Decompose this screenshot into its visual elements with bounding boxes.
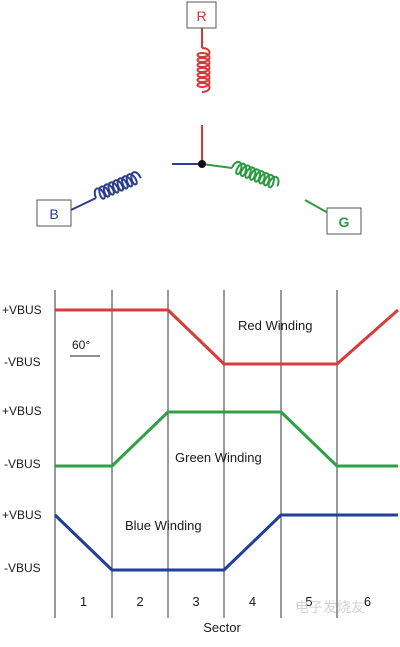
- terminal-r-label: R: [196, 8, 206, 24]
- terminal-b-label: B: [49, 206, 58, 222]
- red-neg-label: -VBUS: [4, 355, 41, 369]
- neutral-point: [198, 160, 206, 168]
- sector-number: 3: [192, 594, 199, 609]
- level-labels: +VBUS -VBUS +VBUS -VBUS +VBUS -VBUS: [2, 303, 42, 575]
- green-winding-label: Green Winding: [175, 450, 262, 465]
- winding-waveform: [55, 410, 398, 468]
- sector-number: 4: [249, 594, 256, 609]
- winding-waveform: [55, 308, 399, 366]
- watermark-text: 电子发烧友: [295, 599, 365, 615]
- green-neg-label: -VBUS: [4, 457, 41, 471]
- sector-grid: [54, 290, 338, 618]
- blue-neg-label: -VBUS: [4, 561, 41, 575]
- green-branch: [201, 160, 331, 215]
- star-connection: R B G: [36, 1, 362, 235]
- timing-diagram: +VBUS -VBUS +VBUS -VBUS +VBUS -VBUS 60° …: [2, 290, 399, 635]
- terminal-g-label: G: [339, 214, 350, 230]
- terminal-b: B: [36, 199, 72, 227]
- terminal-g: G: [326, 207, 362, 235]
- sector-number: 5: [305, 594, 312, 609]
- blue-winding-label: Blue Winding: [125, 518, 202, 533]
- angle-label: 60°: [72, 338, 90, 352]
- red-branch: [196, 28, 211, 164]
- green-pos-label: +VBUS: [2, 404, 42, 418]
- red-pos-label: +VBUS: [2, 303, 42, 317]
- sector-number: 2: [136, 594, 143, 609]
- blue-pos-label: +VBUS: [2, 508, 42, 522]
- sector-axis-label: Sector: [203, 620, 241, 635]
- angle-marker: 60°: [70, 338, 100, 357]
- winding-waveform: [53, 513, 398, 572]
- red-winding-label: Red Winding: [238, 318, 312, 333]
- blue-branch: [70, 163, 202, 211]
- sector-numbers: 1 2 3 4 5 6: [80, 594, 371, 609]
- sector-number: 1: [80, 594, 87, 609]
- waveforms: [53, 308, 399, 572]
- terminal-r: R: [186, 1, 217, 29]
- sector-number: 6: [364, 594, 371, 609]
